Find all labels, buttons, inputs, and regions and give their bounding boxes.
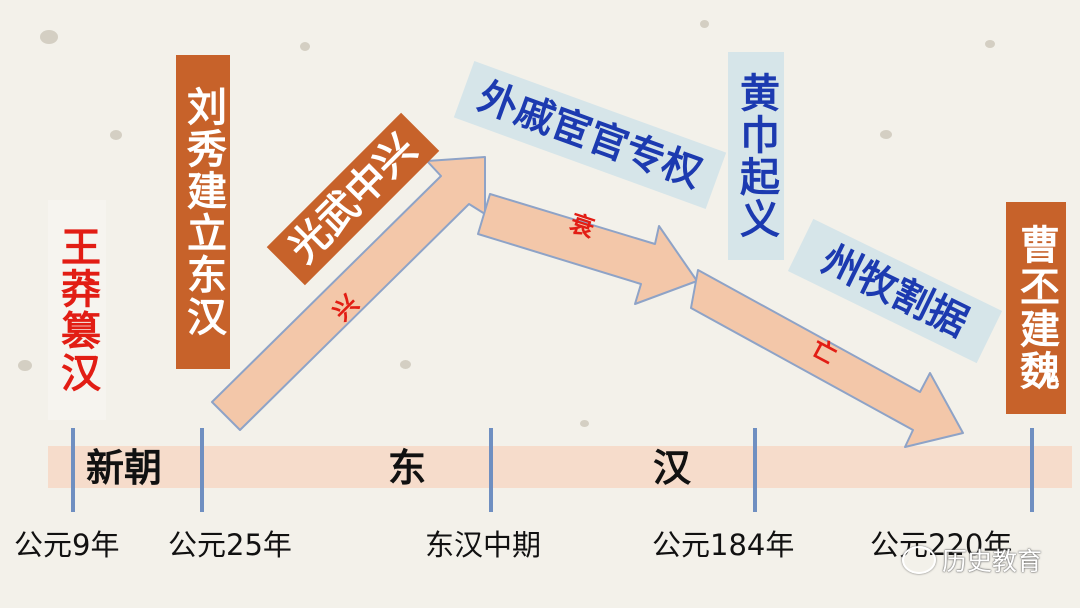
watermark: 历史教育 — [901, 542, 1042, 578]
paper-speck — [400, 360, 411, 369]
date-label: 公元9年 — [14, 528, 120, 562]
decline-arrow — [477, 193, 698, 305]
event-cao-pi: 曹丕建魏 — [1006, 202, 1066, 414]
paper-speck — [580, 420, 589, 427]
timeline-tick — [489, 428, 493, 512]
paper-speck — [40, 30, 58, 44]
paper-speck — [18, 360, 32, 371]
date-label: 公元220年 — [870, 528, 1013, 562]
timeline-tick — [71, 428, 75, 512]
paper-speck — [700, 20, 709, 28]
era-label-dong: 东 — [388, 446, 427, 490]
fall-arrow — [690, 269, 964, 448]
paper-speck — [110, 130, 122, 140]
rise-arrow — [211, 156, 486, 431]
timeline-band — [48, 446, 1072, 488]
era-label-han: 汉 — [653, 446, 692, 490]
event-wang-mang: 王莽篡汉 — [48, 200, 106, 420]
date-label: 公元25年 — [168, 528, 292, 562]
timeline-tick — [753, 428, 757, 512]
wechat-icon — [901, 546, 936, 574]
timeline-tick — [1030, 428, 1034, 512]
event-liu-xiu: 刘秀建立东汉 — [176, 55, 230, 369]
timeline-tick — [200, 428, 204, 512]
event-huangjin: 黄巾起义 — [728, 52, 784, 260]
paper-speck — [300, 42, 310, 51]
watermark-text: 历史教育 — [941, 547, 1042, 576]
date-label: 东汉中期 — [425, 528, 542, 562]
paper-speck — [880, 130, 892, 139]
era-label-xin: 新朝 — [86, 446, 163, 490]
date-label: 公元184年 — [652, 528, 795, 562]
paper-speck — [985, 40, 995, 48]
